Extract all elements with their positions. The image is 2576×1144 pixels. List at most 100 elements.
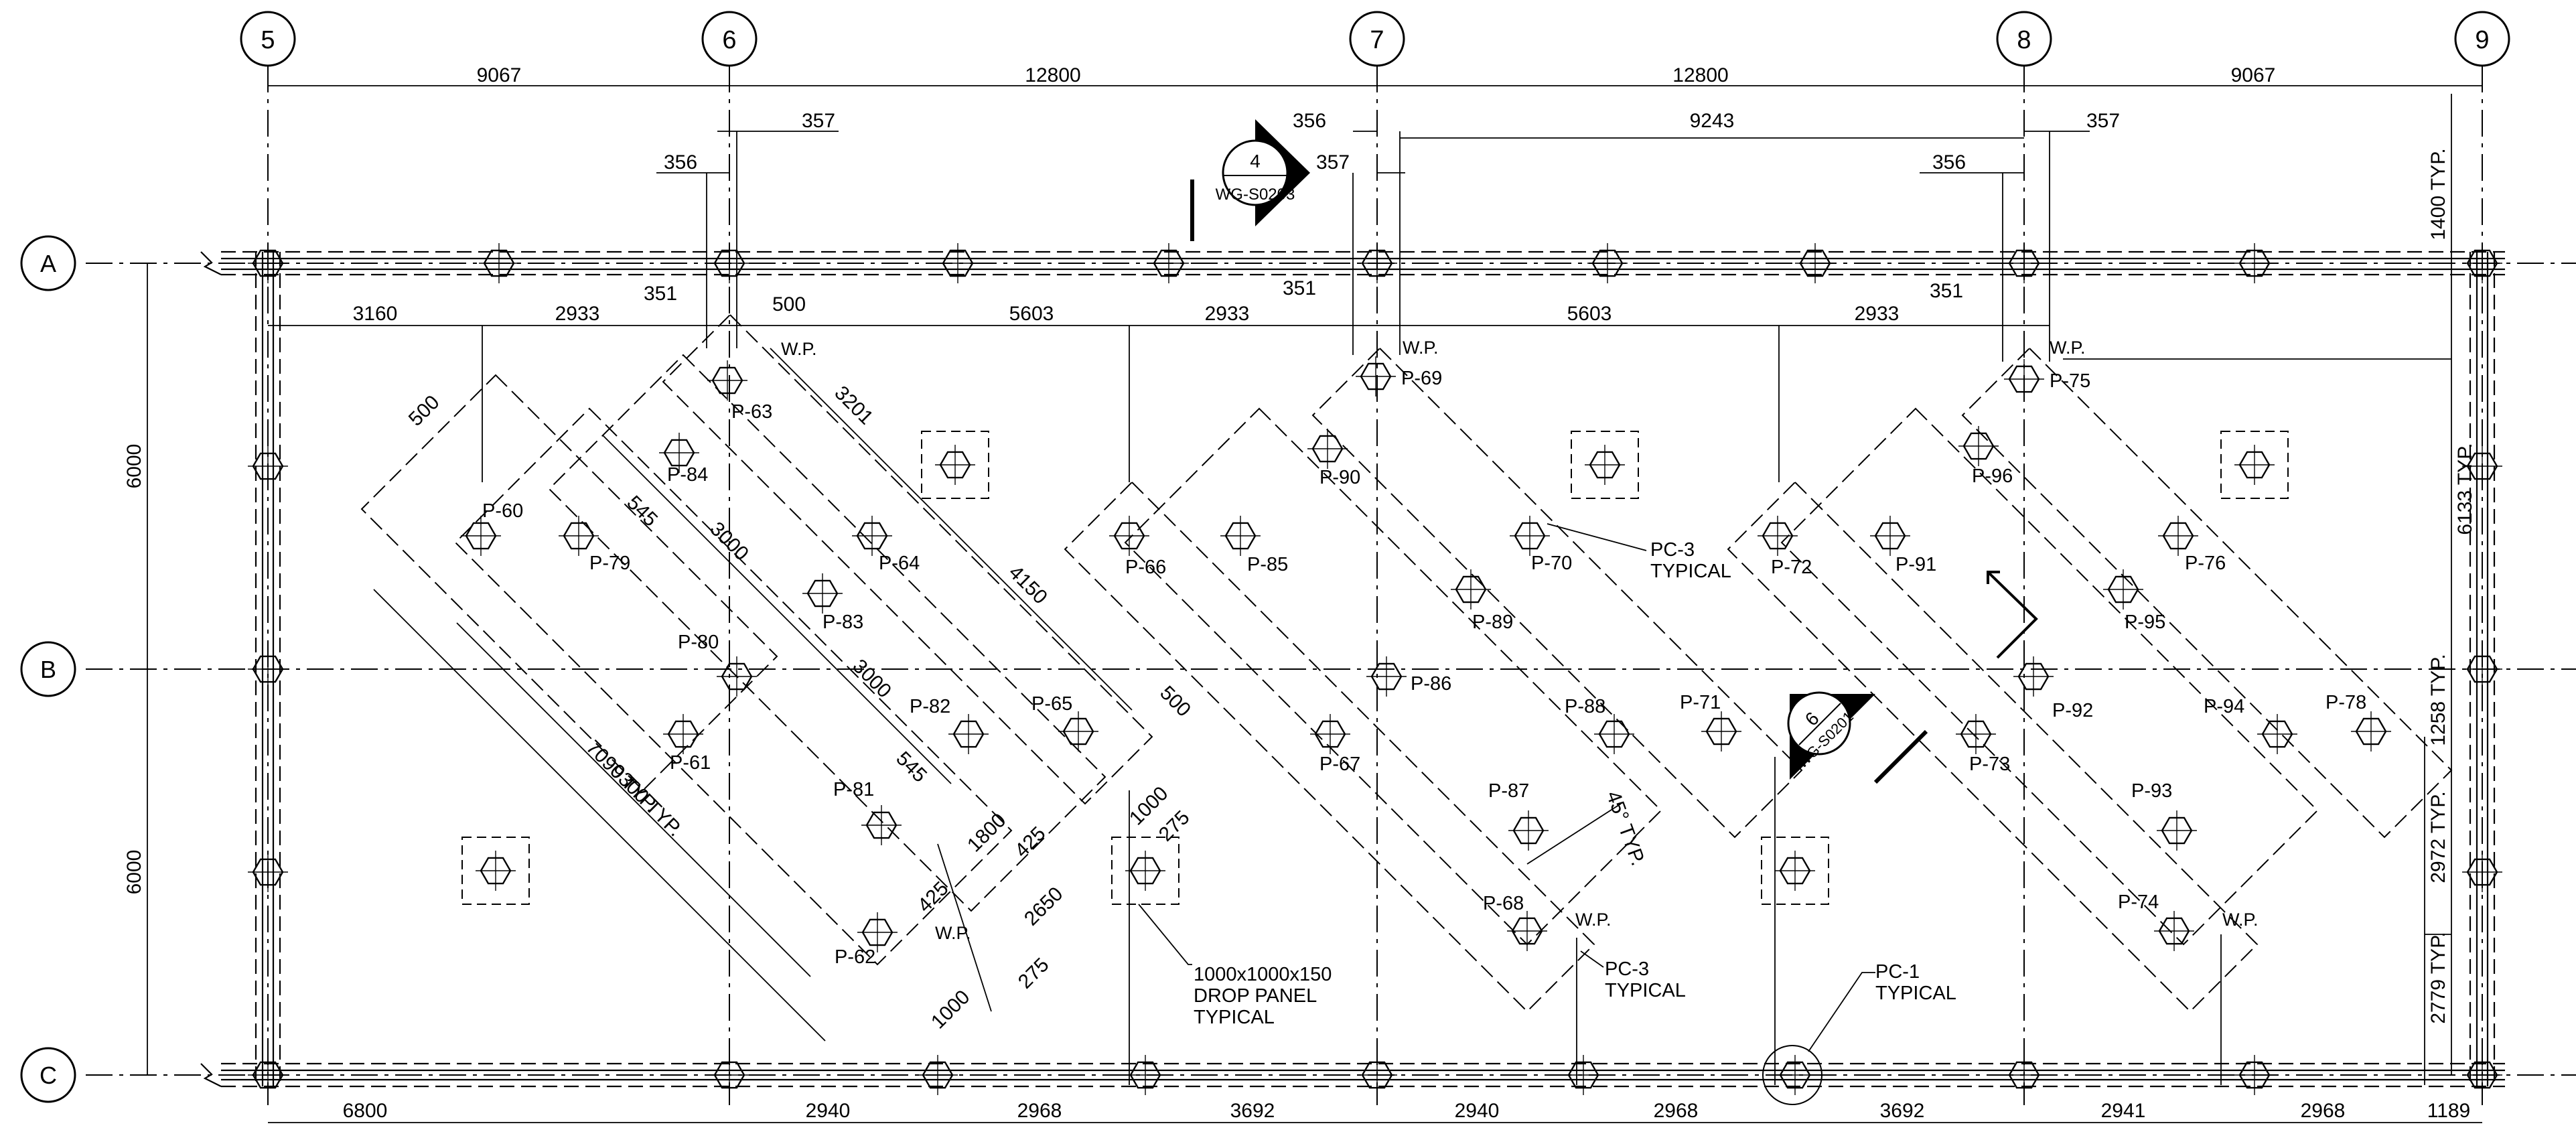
dimension-label: 1258 TYP. bbox=[2427, 654, 2449, 745]
grid-bubble-col-8: 8 bbox=[1996, 11, 2052, 67]
dimension-label: 2779 TYP. bbox=[2427, 932, 2449, 1023]
pile-label: P-68 bbox=[1483, 893, 1524, 914]
pile-p-66: P-66 bbox=[1109, 516, 1166, 578]
dimension-label: 2933 bbox=[1855, 303, 1900, 325]
column-marker bbox=[248, 852, 288, 892]
pile-marker bbox=[1510, 516, 1550, 556]
pile-marker bbox=[1956, 714, 1996, 754]
drop-panel bbox=[1111, 837, 1179, 905]
dimension-label: 2968 bbox=[1654, 1100, 1699, 1122]
note-text: TYPICAL bbox=[1875, 983, 1956, 1004]
wp-label: W.P. bbox=[935, 923, 971, 943]
pile-label: P-81 bbox=[833, 779, 874, 800]
pile-caps bbox=[360, 313, 2453, 1013]
pile-p-68: P-68 bbox=[1483, 893, 1547, 951]
pile-p-87: P-87 bbox=[1488, 780, 1549, 851]
pile-label: P-84 bbox=[667, 464, 708, 486]
pile-marker bbox=[663, 714, 703, 754]
dimension-label: 12800 bbox=[1672, 64, 1728, 86]
drop-panel-column bbox=[2234, 445, 2275, 485]
dimension-label: 5603 bbox=[1567, 303, 1612, 325]
column-marker bbox=[1149, 243, 1189, 283]
grid-label: 9 bbox=[2475, 26, 2489, 54]
pile-p-75: P-75 bbox=[2004, 359, 2090, 399]
pile-label: P-90 bbox=[1319, 467, 1360, 488]
pile-marker bbox=[802, 573, 843, 614]
grid-lines bbox=[86, 66, 2576, 1105]
dimension-label: 6133 TYP. bbox=[2454, 443, 2476, 534]
pile-marker bbox=[1366, 656, 1407, 697]
drop-panels bbox=[461, 431, 2289, 905]
wp-labels: W.P. W.P. W.P. W.P. W.P. W.P. bbox=[781, 338, 2259, 943]
pile-p-70: P-70 bbox=[1510, 516, 1572, 574]
column-marker bbox=[248, 649, 288, 689]
column-marker bbox=[2234, 1055, 2275, 1095]
dimension-label: 2940 bbox=[1455, 1100, 1500, 1122]
pile-label: P-63 bbox=[731, 401, 772, 423]
pile-cap-10 bbox=[1961, 347, 2453, 839]
pile-cap-3 bbox=[548, 354, 1106, 912]
pile-label: P-65 bbox=[1031, 693, 1072, 715]
dimension-label: 351 bbox=[644, 283, 677, 305]
pile-p-91: P-91 bbox=[1870, 516, 1936, 575]
pile-p-61: P-61 bbox=[663, 714, 711, 774]
dimension-label: 2968 bbox=[2301, 1100, 2346, 1122]
pile-label: P-72 bbox=[1771, 557, 1812, 578]
dimension-label: 6000 bbox=[123, 444, 145, 489]
grid-label: 8 bbox=[2017, 26, 2031, 54]
pile-p-84: P-84 bbox=[659, 433, 708, 486]
pile-marker bbox=[2158, 516, 2198, 556]
section-ref: WG-S0203 bbox=[1216, 186, 1295, 204]
grid-label: A bbox=[40, 250, 56, 277]
column-marker bbox=[2462, 1055, 2502, 1095]
pile-cap-6 bbox=[1124, 407, 1662, 946]
wp-label: W.P. bbox=[781, 339, 817, 359]
note-text: TYPICAL bbox=[1194, 1007, 1275, 1028]
dimension-label: 9067 bbox=[477, 64, 522, 86]
pile-label: P-96 bbox=[1972, 466, 2013, 487]
pile-p-60: P-60 bbox=[461, 500, 523, 556]
pile-cap-7 bbox=[1311, 347, 1803, 839]
dimension-label: 351 bbox=[1930, 280, 1963, 302]
column-marker bbox=[1587, 243, 1628, 283]
dimension-label: 500 bbox=[1155, 682, 1195, 721]
dimension-label: 275 bbox=[1155, 806, 1194, 846]
wp-label: W.P. bbox=[1403, 338, 1439, 358]
pile-p-82: P-82 bbox=[910, 696, 989, 754]
grid-label: 5 bbox=[261, 26, 275, 54]
pile-p-64: P-64 bbox=[852, 516, 920, 574]
note-text: DROP PANEL bbox=[1194, 985, 1317, 1007]
column-marker bbox=[918, 1055, 958, 1095]
pile-marker bbox=[857, 912, 898, 952]
pile-marker bbox=[1508, 810, 1549, 851]
column-marker bbox=[479, 243, 519, 283]
pile-marker bbox=[1594, 714, 1634, 754]
column-marker bbox=[1125, 1055, 1165, 1095]
wp-label: W.P. bbox=[1575, 910, 1612, 930]
dimension-label: 351 bbox=[1283, 277, 1316, 299]
drop-panel bbox=[461, 837, 530, 905]
pile-p-88: P-88 bbox=[1565, 696, 1634, 754]
dimension-label: 6000 bbox=[123, 850, 145, 895]
pile-p-83: P-83 bbox=[802, 573, 863, 633]
pile-marker bbox=[707, 360, 747, 401]
column-marker bbox=[1795, 243, 1835, 283]
pile-cap-5 bbox=[1064, 481, 1595, 1013]
dimension-label: 2972 TYP. bbox=[2427, 791, 2449, 883]
pile-label: P-88 bbox=[1565, 696, 1605, 717]
dimension-label: 545 bbox=[622, 492, 662, 531]
section-number: 4 bbox=[1250, 151, 1261, 171]
dimension-label: 1400 TYP. bbox=[2427, 148, 2449, 240]
note-text: TYPICAL bbox=[1650, 561, 1731, 582]
dimension-label: 45° TYP. bbox=[1602, 788, 1650, 869]
pile-label: P-69 bbox=[1401, 368, 1442, 389]
column-marker bbox=[2234, 243, 2275, 283]
pile-p-80: P-80 bbox=[678, 632, 757, 697]
pile-marker bbox=[559, 516, 599, 556]
dimension-label: 357 bbox=[2086, 110, 2120, 132]
pile-p-63: P-63 bbox=[707, 360, 772, 423]
pile-label: P-83 bbox=[822, 612, 863, 633]
pile-label: P-94 bbox=[2204, 696, 2244, 717]
pile-label: P-78 bbox=[2325, 692, 2366, 713]
pile-marker bbox=[861, 805, 902, 845]
